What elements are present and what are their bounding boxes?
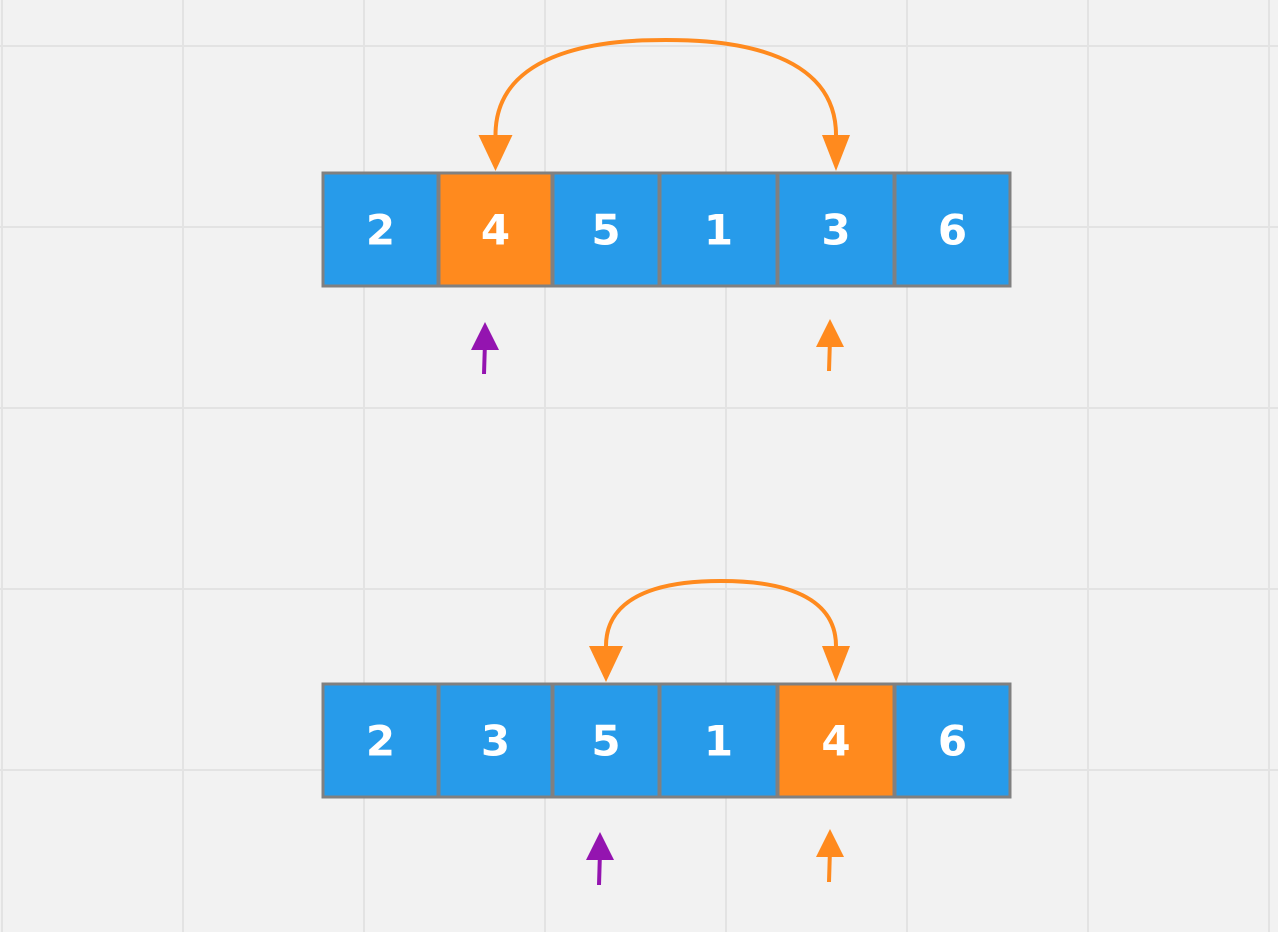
array-cell-value: 4 <box>481 206 510 255</box>
array-cell: 4 <box>776 682 896 799</box>
array-row-step-2: 2 3 5 1 4 6 <box>321 578 1012 886</box>
array-cell: 5 <box>551 171 661 288</box>
array-cell: 1 <box>658 682 779 799</box>
array-cell: 6 <box>893 171 1012 288</box>
array-cell-value: 2 <box>366 206 395 255</box>
array-cell-box <box>551 171 661 288</box>
array-cell-value: 3 <box>481 717 510 766</box>
array-cell-value: 1 <box>704 206 733 255</box>
array-cell-box <box>658 682 779 799</box>
array-cell: 2 <box>321 682 440 799</box>
array-cell-box-highlighted <box>437 171 554 288</box>
array-cell: 3 <box>437 682 554 799</box>
swap-arrowhead-left <box>589 646 623 682</box>
array-cell: 4 <box>437 171 554 288</box>
array-cell-value: 6 <box>938 717 967 766</box>
array-cell: 6 <box>893 682 1012 799</box>
array-cell-box <box>658 171 779 288</box>
array-cell-box <box>893 171 1012 288</box>
array-cell: 2 <box>321 171 440 288</box>
array-cell: 3 <box>776 171 896 288</box>
right-pointer-arrow <box>816 829 844 883</box>
swap-arrowhead-left <box>478 135 513 171</box>
array-cells: 2 3 5 1 4 6 <box>321 682 1012 799</box>
array-cell: 5 <box>551 682 661 799</box>
array-cell-box <box>551 682 661 799</box>
swap-arc-step-2 <box>604 578 838 647</box>
array-row-step-1: 2 4 5 1 3 6 <box>321 37 1012 375</box>
swap-arc-step-1 <box>493 37 838 136</box>
array-cell-value: 5 <box>591 206 620 255</box>
left-pointer-arrow <box>586 832 614 886</box>
swap-arrowhead-right <box>822 646 850 682</box>
array-cell-value: 1 <box>704 717 733 766</box>
array-cell-box <box>321 682 440 799</box>
array-cell-value: 3 <box>821 206 850 255</box>
left-pointer-arrow <box>471 322 499 375</box>
array-cell-box-highlighted <box>776 682 896 799</box>
swap-arrowhead-right <box>822 135 850 171</box>
array-cell: 1 <box>658 171 779 288</box>
array-cell-value: 2 <box>366 717 395 766</box>
array-cell-value: 4 <box>821 717 850 766</box>
array-cell-box <box>893 682 1012 799</box>
array-cell-value: 5 <box>591 717 620 766</box>
array-cell-value: 6 <box>938 206 967 255</box>
array-cell-box <box>321 171 440 288</box>
right-pointer-arrow <box>816 319 844 372</box>
array-cell-box <box>776 171 896 288</box>
array-cells: 2 4 5 1 3 6 <box>321 171 1012 288</box>
